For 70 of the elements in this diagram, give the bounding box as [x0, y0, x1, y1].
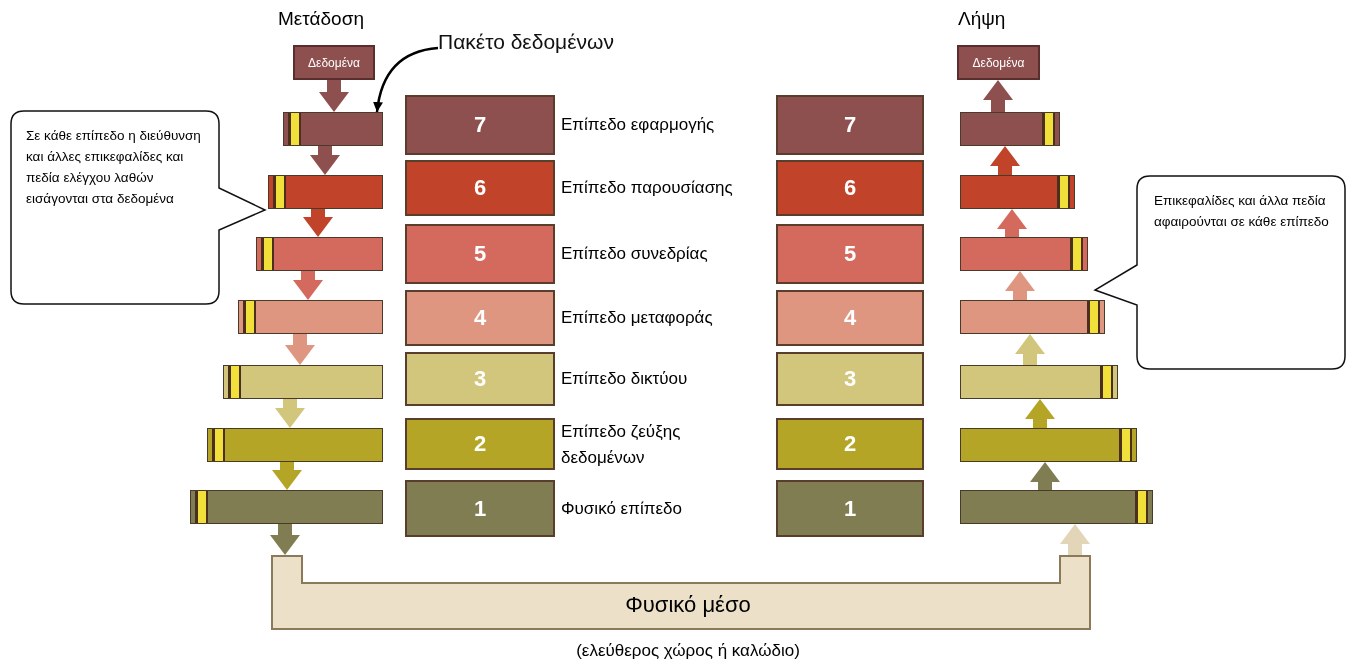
packet-bar: [960, 428, 1137, 462]
column-heading: Μετάδοση: [278, 8, 364, 30]
layer-number: 2: [843, 431, 857, 457]
arrow: [983, 80, 1013, 112]
arrow: [319, 80, 349, 112]
arrow: [285, 334, 315, 365]
packet-bar: [207, 428, 383, 462]
packet-bar: [960, 112, 1060, 146]
arrow: [310, 146, 340, 175]
callout-text: Επικεφαλίδες και άλλα πεδία αφαιρούνται σε κάθε επίπεδο: [1154, 192, 1330, 231]
arrow: [373, 46, 439, 113]
arrow: [1015, 334, 1045, 365]
packet-bar: [960, 237, 1088, 271]
packet-bar: [960, 175, 1075, 209]
layer-name: Επίπεδο παρουσίασης: [561, 177, 734, 200]
layer-number: 4: [843, 305, 857, 331]
arrow: [1060, 524, 1090, 555]
packet-bar: [223, 365, 383, 399]
layer-box: [776, 290, 924, 346]
layer-number: 7: [843, 112, 857, 138]
packet-bar: [283, 112, 383, 146]
layer-number: 1: [473, 495, 487, 522]
arrow: [1030, 462, 1060, 490]
layer-box: [776, 480, 924, 537]
callout-text: Σε κάθε επίπεδο η διεύθυνση και άλλες επικεφαλίδες και πεδία ελέγχου λαθών εισάγονται στα δεδομένα: [26, 127, 202, 208]
layer-name: Επίπεδο ζεύξης δεδομένων: [561, 420, 682, 468]
packet-bar: [238, 300, 383, 334]
layer-number: 7: [473, 112, 487, 138]
layer-box: [776, 224, 924, 284]
layer-number: 5: [473, 241, 487, 267]
arrow: [1025, 399, 1055, 428]
packet-bar: [268, 175, 383, 209]
layer-number: 6: [473, 175, 487, 201]
medium-label: Φυσικό μέσο: [625, 592, 751, 618]
layer-box: [776, 160, 924, 216]
layer-box: [776, 95, 924, 155]
data-box: Δεδομένα: [957, 45, 1040, 80]
layer-name: Επίπεδο μεταφοράς: [561, 307, 714, 330]
arrow: [990, 146, 1020, 175]
medium-note: (ελεύθερος χώρος ή καλώδιο): [576, 641, 800, 661]
column-heading: Λήψη: [958, 8, 1006, 30]
arrow: [997, 209, 1027, 237]
speech-bubble: [10, 110, 268, 306]
layer-number: 2: [473, 431, 487, 457]
layer-name: Φυσικό επίπεδο: [561, 497, 683, 520]
packet-bar: [256, 237, 383, 271]
callout-text: Πακέτο δεδομένων: [438, 30, 614, 54]
speech-bubble: [1092, 175, 1347, 371]
arrow: [270, 524, 300, 555]
arrow: [1005, 271, 1035, 300]
layer-number: 1: [843, 495, 857, 522]
layer-name: Επίπεδο εφαρμογής: [561, 114, 716, 137]
arrow: [293, 271, 323, 300]
packet-bar: [960, 365, 1118, 399]
layer-box: [776, 418, 924, 470]
layer-number: 3: [473, 366, 487, 392]
arrow: [275, 399, 305, 428]
layer-number: 5: [843, 241, 857, 267]
packet-bar: [960, 300, 1105, 334]
layer-number: 6: [843, 175, 857, 201]
layer-name: Επίπεδο συνεδρίας: [561, 243, 709, 266]
arrow: [272, 462, 302, 490]
layer-number: 3: [843, 366, 857, 392]
layer-number: 4: [473, 305, 487, 331]
layer-name: Επίπεδο δικτύου: [561, 368, 689, 391]
packet-bar: [960, 490, 1153, 524]
layer-box: [776, 352, 924, 406]
data-box: Δεδομένα: [293, 45, 375, 80]
arrow: [303, 209, 333, 237]
packet-bar: [190, 490, 383, 524]
